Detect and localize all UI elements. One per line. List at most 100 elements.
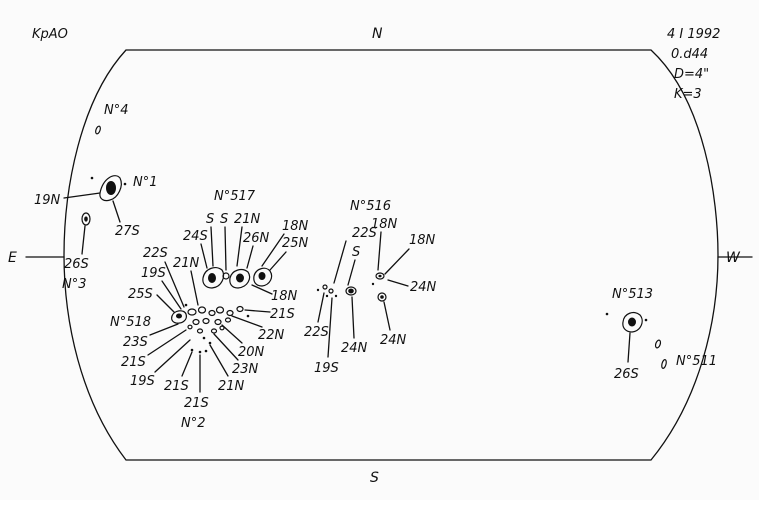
spot [90, 176, 94, 180]
spot-umbra [176, 313, 182, 319]
leader-line [209, 344, 229, 377]
label-21N: 21N [234, 212, 261, 227]
spot [208, 341, 212, 345]
spot [605, 312, 609, 316]
label-25S: 25S [128, 287, 153, 302]
leader-line [333, 240, 347, 284]
observation-diameter: D=4" [674, 67, 709, 82]
spot [334, 294, 338, 298]
leader-line [351, 296, 355, 339]
leader-line [221, 324, 243, 344]
spot [198, 350, 202, 354]
spot [196, 328, 204, 334]
spot [345, 286, 357, 296]
leader-line [213, 333, 239, 361]
spot-umbra [380, 295, 384, 299]
leader-line [231, 315, 263, 328]
leader-line [387, 279, 409, 287]
spot [654, 339, 662, 349]
spot [246, 314, 250, 318]
label-21N: 21N [173, 256, 200, 271]
spot [184, 303, 188, 307]
spot [622, 312, 643, 333]
label-18N: 18N [271, 289, 298, 304]
spot [204, 349, 208, 353]
spot [95, 125, 101, 135]
label-19S: 19S [141, 266, 166, 281]
spot-umbra [236, 273, 244, 283]
label-S: S [206, 212, 214, 227]
spot [377, 292, 387, 302]
spot [375, 272, 385, 280]
label-24N: 24N [410, 280, 437, 295]
spot [661, 359, 667, 369]
spot [202, 317, 210, 325]
group-label-no1: N°1 [133, 175, 158, 190]
label-26N: 26N [243, 231, 270, 246]
leader-line [236, 226, 243, 267]
leader-line [627, 332, 631, 363]
label-S: S [220, 212, 228, 227]
spot [328, 288, 334, 294]
group-label-no517: N°517 [214, 189, 256, 204]
leader-line [317, 292, 325, 323]
label-22S: 22S [352, 226, 377, 241]
leader-line [190, 270, 199, 306]
leader-line [181, 351, 193, 377]
spot [222, 272, 230, 280]
leader-line [63, 192, 101, 199]
leader-line [384, 248, 410, 275]
spot [229, 268, 251, 289]
spot [187, 308, 197, 316]
spot [192, 318, 200, 326]
spot [202, 336, 206, 340]
spot-umbra [628, 317, 636, 327]
spot [214, 318, 222, 326]
label-18N: 18N [371, 217, 398, 232]
spot [224, 317, 232, 323]
observation-time: 0.d44 [671, 47, 708, 62]
spot-umbra [258, 272, 266, 280]
spot [219, 325, 225, 331]
spot [253, 267, 273, 287]
observation-date: 4 I 1992 [667, 27, 720, 42]
label-27S: 27S [115, 224, 140, 239]
compass-east: E [8, 250, 17, 266]
label-21S: 21S [270, 307, 295, 322]
label-20N: 20N [238, 345, 265, 360]
compass-south: S [370, 470, 379, 486]
leader-line [156, 294, 175, 313]
spot [123, 182, 127, 186]
label-19S: 19S [130, 374, 155, 389]
group-label-no516: N°516 [350, 199, 391, 214]
spot [187, 324, 193, 330]
label-21S: 21S [184, 396, 209, 411]
observatory-label: KpAO [32, 27, 68, 42]
spot [190, 348, 194, 352]
spot [197, 306, 207, 314]
label-24N: 24N [341, 341, 368, 356]
leader-line [377, 231, 382, 271]
leader-line [112, 200, 121, 223]
group-label-no3: N°3 [62, 277, 87, 292]
leader-line [383, 301, 391, 331]
label-24N: 24N [380, 333, 407, 348]
spot [202, 267, 225, 289]
leader-line [210, 226, 214, 267]
label-18N: 18N [409, 233, 436, 248]
group-label-no513: N°513 [612, 287, 653, 302]
leader-line [327, 297, 333, 358]
label-23N: 23N [232, 362, 259, 377]
label-18N: 18N [282, 219, 309, 234]
leader-line [81, 225, 86, 255]
label-24S: 24S [183, 229, 208, 244]
spot-umbra [348, 288, 354, 294]
solar-disk-outline [63, 49, 719, 461]
label-22N: 22N [258, 328, 285, 343]
spot [99, 175, 122, 202]
label-22S: 22S [304, 325, 329, 340]
spot-umbra [208, 273, 216, 283]
compass-west: W [726, 250, 741, 266]
